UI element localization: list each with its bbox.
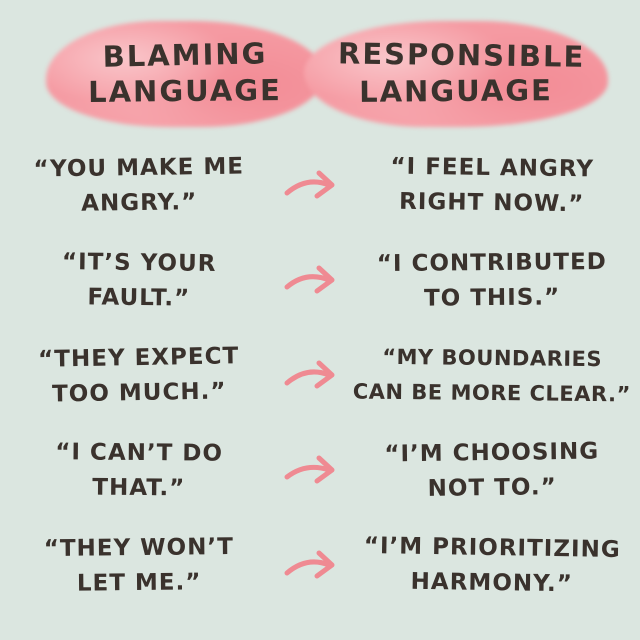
brush-arrow-right-icon <box>278 355 344 397</box>
blaming-quote: “YOU MAKE ME ANGRY.” <box>0 149 278 223</box>
quote-line: NOT TO.” <box>427 473 557 502</box>
quote-line: “YOU MAKE ME <box>33 153 245 182</box>
quote-line: CAN BE MORE CLEAR.” <box>352 379 631 406</box>
comparison-row: “I CAN’T DO THAT.” “I’M CHOOSING NOT TO.… <box>0 423 640 518</box>
responsible-quote: “I FEEL ANGRY RIGHT NOW.” <box>344 148 640 222</box>
quote-line: “I’M CHOOSING <box>384 438 600 468</box>
quote-line: THAT.” <box>92 474 186 501</box>
quote-line: TOO MUCH.” <box>51 377 227 408</box>
quote-line: ANGRY.” <box>81 188 198 217</box>
brush-arrow-right-icon <box>278 450 344 492</box>
brush-arrow-right-icon <box>278 260 344 302</box>
blaming-quote: “IT’S YOUR FAULT.” <box>0 244 278 317</box>
comparison-row: “IT’S YOUR FAULT.” “I CONTRIBUTED TO THI… <box>0 233 640 328</box>
responsible-header-line2: LANGUAGE <box>358 73 554 109</box>
responsible-quote: “I’M PRIORITIZING HARMONY.” <box>343 528 640 603</box>
responsible-quote: “MY BOUNDARIES CAN BE MORE CLEAR.” <box>344 339 640 412</box>
quote-line: “IT’S YOUR <box>61 248 217 277</box>
responsible-quote: “I CONTRIBUTED TO THIS.” <box>344 244 640 317</box>
blaming-quote: “I CAN’T DO THAT.” <box>0 434 278 506</box>
quote-line: “I FEEL ANGRY <box>390 153 595 182</box>
quote-line: LET ME.” <box>76 568 202 597</box>
responsible-quote: “I’M CHOOSING NOT TO.” <box>344 433 640 507</box>
blaming-quote: “THEY EXPECT TOO MUCH.” <box>0 338 279 413</box>
quote-line: “I CAN’T DO <box>55 438 224 467</box>
blaming-header-line2: LANGUAGE <box>87 72 283 110</box>
brush-arrow-right-icon <box>278 165 344 207</box>
responsible-header-line1: RESPONSIBLE <box>337 36 586 74</box>
comparison-row: “THEY WON’T LET ME.” “I’M PRIORITIZING H… <box>0 518 640 613</box>
quote-line: “THEY EXPECT <box>37 342 240 373</box>
brush-arrow-right-icon <box>278 545 344 587</box>
blaming-quote: “THEY WON’T LET ME.” <box>0 529 278 602</box>
quote-line: HARMONY.” <box>410 568 574 597</box>
quote-line: “I CONTRIBUTED <box>376 248 607 277</box>
responsible-header-highlight: RESPONSIBLE LANGUAGE <box>314 27 598 121</box>
quote-line: RIGHT NOW.” <box>398 188 585 217</box>
blaming-header-line1: BLAMING <box>102 36 268 74</box>
comparison-row: “THEY EXPECT TOO MUCH.” “MY BOUNDARIES C… <box>0 328 640 423</box>
blaming-header-highlight: BLAMING LANGUAGE <box>56 27 314 121</box>
quote-line: “MY BOUNDARIES <box>382 344 603 371</box>
quote-line: FAULT.” <box>87 283 191 312</box>
comparison-rows: “YOU MAKE ME ANGRY.” “I FEEL ANGRY RIGHT… <box>0 138 640 613</box>
header-row: BLAMING LANGUAGE RESPONSIBLE LANGUAGE <box>0 24 640 124</box>
quote-line: TO THIS.” <box>423 283 561 312</box>
comparison-row: “YOU MAKE ME ANGRY.” “I FEEL ANGRY RIGHT… <box>0 138 640 233</box>
quote-line: “THEY WON’T <box>43 533 234 562</box>
quote-line: “I’M PRIORITIZING <box>363 532 621 563</box>
